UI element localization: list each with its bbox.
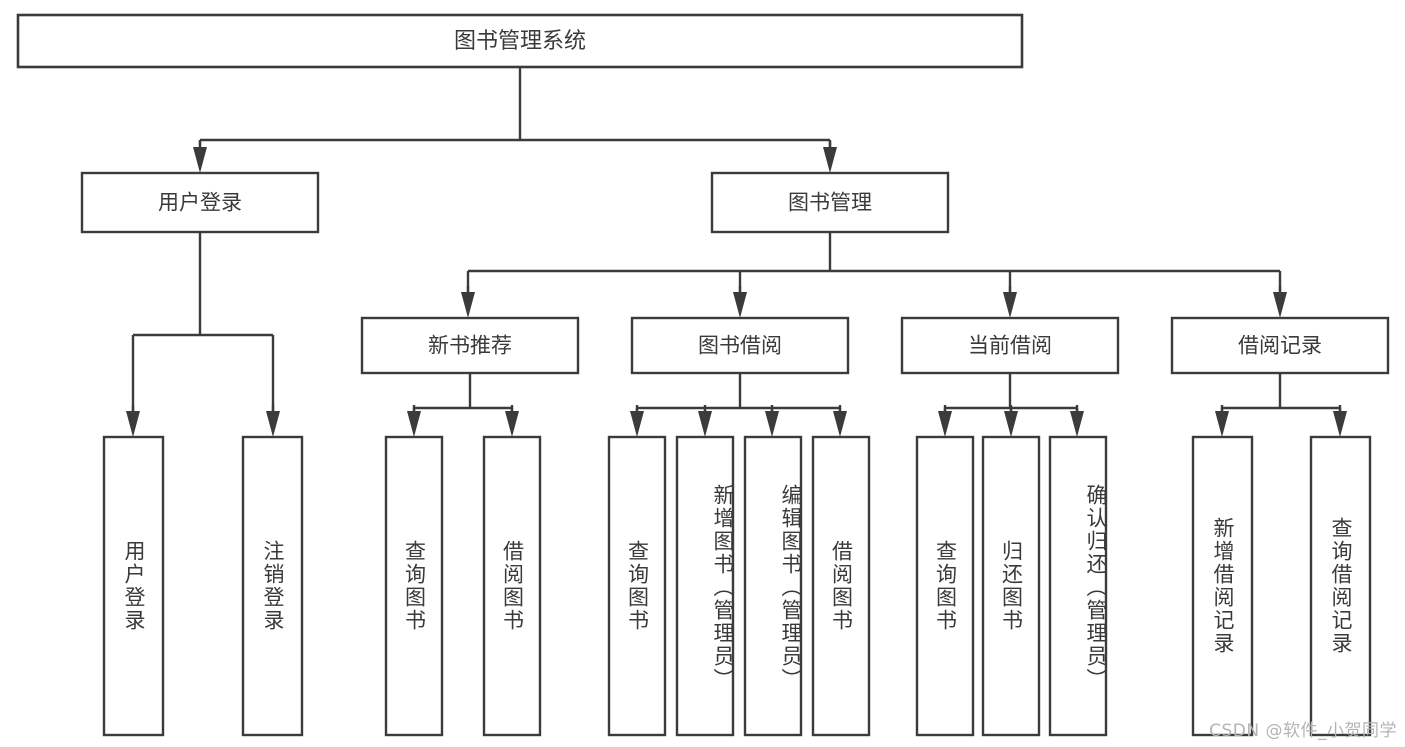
leaf-node-6-label-wrap: 编辑图书（管理员） [779,484,803,691]
leaf-node-6-label: 编辑图书（管理员） [779,484,803,691]
leaf-node-3-label-wrap: 借阅图书 [500,540,525,632]
level2-node-0-rect[interactable] [80,171,320,234]
leaf-node-6-rect[interactable] [743,435,803,737]
leaf-node-7-label-wrap: 借阅图书 [829,540,854,632]
root-node-图书管理系统-label: 图书管理系统 [454,29,586,54]
level2-node-0[interactable]: 用户登录 [80,171,320,234]
leaf-node-9-rect[interactable] [981,435,1041,737]
leaf-node-12-label: 查询借阅记录 [1329,517,1353,655]
leaf-node-11-rect[interactable] [1191,435,1254,737]
leaf-node-10-rect[interactable] [1048,435,1108,737]
leaf-node-8-rect[interactable] [915,435,975,737]
level3-node-3[interactable]: 借阅记录 [1170,316,1390,375]
leaf-node-4-label: 查询图书 [625,540,650,632]
group-3-arrow-1-head [1333,411,1347,437]
books-arrow-3-head [1273,292,1287,318]
leaf-node-5-rect[interactable] [675,435,735,737]
leaf-node-4-label-wrap: 查询图书 [625,540,650,632]
leaf-node-11-label: 新增借阅记录 [1211,517,1235,655]
root-arrow-1-head [823,147,837,173]
leaf-node-2-label-wrap: 查询图书 [402,540,427,632]
level3-node-0[interactable]: 新书推荐 [360,316,580,375]
group-3-arrow-0-head [1215,411,1229,437]
leaf-node-12-rect[interactable] [1309,435,1372,737]
leaf-node-5[interactable]: 新增图书（管理员） [675,435,735,737]
leaf-node-8-label-wrap: 查询图书 [933,540,958,632]
level3-node-1-rect[interactable] [630,316,850,375]
group-2-arrow-2-head [1070,411,1084,437]
leaf-node-10-label-wrap: 确认归还（管理员） [1084,484,1108,691]
level2-node-0-label: 用户登录 [158,191,242,215]
leaf-node-8-label: 查询图书 [933,540,958,632]
leaf-node-5-label-wrap: 新增图书（管理员） [711,484,735,691]
leaf-node-2-rect[interactable] [384,435,444,737]
leaf-node-11[interactable]: 新增借阅记录 [1191,435,1254,737]
leaf-node-7-rect[interactable] [811,435,871,737]
leaf-node-12[interactable]: 查询借阅记录 [1309,435,1372,737]
level3-node-0-rect[interactable] [360,316,580,375]
login-arrow-0-head [126,411,140,437]
leaf-node-12-label-wrap: 查询借阅记录 [1329,517,1353,655]
books-arrow-2-head [1003,292,1017,318]
leaf-node-9-label: 归还图书 [999,540,1024,632]
group-1-arrow-2-head [765,411,779,437]
level2-node-1-label: 图书管理 [788,191,872,215]
leaf-node-3-rect[interactable] [482,435,542,737]
login-arrow-1-head [266,411,280,437]
leaf-node-1-label: 注销登录 [261,540,285,632]
leaf-node-0-label: 用户登录 [122,540,146,632]
leaf-node-1[interactable]: 注销登录 [241,435,304,737]
level3-node-2-label: 当前借阅 [968,334,1052,358]
level3-node-0-label: 新书推荐 [428,334,512,358]
level2-node-1-rect[interactable] [710,171,950,234]
leaf-node-8[interactable]: 查询图书 [915,435,975,737]
leaf-node-1-label-wrap: 注销登录 [261,540,285,632]
group-0-arrow-0-head [407,411,421,437]
root-arrow-0-head [193,147,207,173]
level3-node-1-label: 图书借阅 [698,334,782,358]
leaf-node-0-label-wrap: 用户登录 [122,540,146,632]
leaf-node-10[interactable]: 确认归还（管理员） [1048,435,1108,737]
leaf-node-3-label: 借阅图书 [500,540,525,632]
level3-node-3-rect[interactable] [1170,316,1390,375]
leaf-node-6[interactable]: 编辑图书（管理员） [743,435,803,737]
level3-node-2-rect[interactable] [900,316,1120,375]
group-1-arrow-0-head [630,411,644,437]
group-1-arrow-3-head [833,411,847,437]
connector-layer [126,67,1347,437]
leaf-node-11-label-wrap: 新增借阅记录 [1211,517,1235,655]
leaf-node-0[interactable]: 用户登录 [102,435,165,737]
leaf-node-7[interactable]: 借阅图书 [811,435,871,737]
books-arrow-1-head [733,292,747,318]
leaf-node-0-rect[interactable] [102,435,165,737]
leaf-node-9[interactable]: 归还图书 [981,435,1041,737]
leaf-node-9-label-wrap: 归还图书 [999,540,1024,632]
level2-node-1[interactable]: 图书管理 [710,171,950,234]
leaf-node-1-rect[interactable] [241,435,304,737]
leaf-node-4[interactable]: 查询图书 [607,435,667,737]
node-layer: 图书管理系统用户登录图书管理新书推荐图书借阅当前借阅借阅记录用户登录注销登录查询… [16,13,1390,737]
group-1-arrow-1-head [698,411,712,437]
level3-node-3-label: 借阅记录 [1238,334,1322,358]
leaf-node-7-label: 借阅图书 [829,540,854,632]
group-2-arrow-0-head [938,411,952,437]
leaf-node-2-label: 查询图书 [402,540,427,632]
leaf-node-5-label: 新增图书（管理员） [711,484,735,691]
leaf-node-4-rect[interactable] [607,435,667,737]
root-node-图书管理系统[interactable]: 图书管理系统 [16,13,1024,69]
level3-node-2[interactable]: 当前借阅 [900,316,1120,375]
root-node-图书管理系统-rect[interactable] [16,13,1024,69]
leaf-node-2[interactable]: 查询图书 [384,435,444,737]
books-arrow-0-head [461,292,475,318]
group-0-arrow-1-head [505,411,519,437]
leaf-node-10-label: 确认归还（管理员） [1084,484,1108,691]
leaf-node-3[interactable]: 借阅图书 [482,435,542,737]
group-2-arrow-1-head [1004,411,1018,437]
level3-node-1[interactable]: 图书借阅 [630,316,850,375]
